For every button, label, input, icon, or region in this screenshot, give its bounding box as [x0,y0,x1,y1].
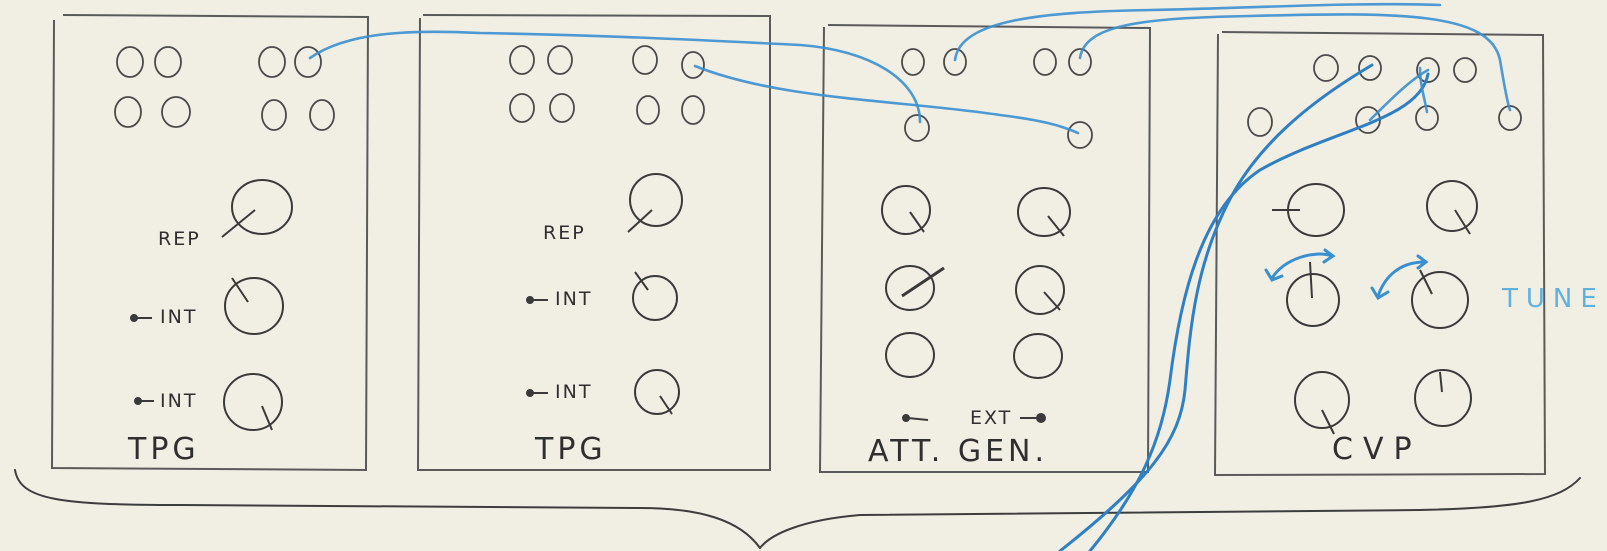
att-gen-knobs [881,185,1071,423]
control-label-int-2b: INT [555,381,593,403]
tpg-1-jacks [114,46,335,131]
control-label-int-1a: INT [160,306,198,328]
module-label-cvp: CVP [1332,432,1422,467]
tpg-1-knobs [130,179,293,431]
module-label-tpg-1: TPG [128,432,200,467]
control-label-rep-2: REP [543,222,586,244]
cvp-knobs [1272,180,1478,435]
control-label-int-1b: INT [160,390,198,412]
tune-annotation: TUNE [1502,284,1605,314]
patch-cables [308,2,1512,551]
grouping-brace [14,469,1581,549]
tune-arrows [1264,248,1429,301]
module-panel-tpg-2 [416,14,771,471]
control-label-ext: EXT [970,407,1013,429]
module-panel-att-gen [818,24,1152,473]
module-panel-cvp [1213,31,1547,477]
module-label-tpg-2: TPG [535,432,607,467]
cvp-jacks [1247,54,1522,137]
module-label-att-gen: ATT. GEN. [868,434,1049,469]
module-panel-tpg-1 [50,14,370,472]
control-label-rep-1: REP [158,228,201,250]
control-label-int-2a: INT [555,288,593,310]
tpg-2-jacks [509,45,705,125]
tpg-2-knobs [526,173,683,415]
att-gen-jacks [901,48,1093,149]
